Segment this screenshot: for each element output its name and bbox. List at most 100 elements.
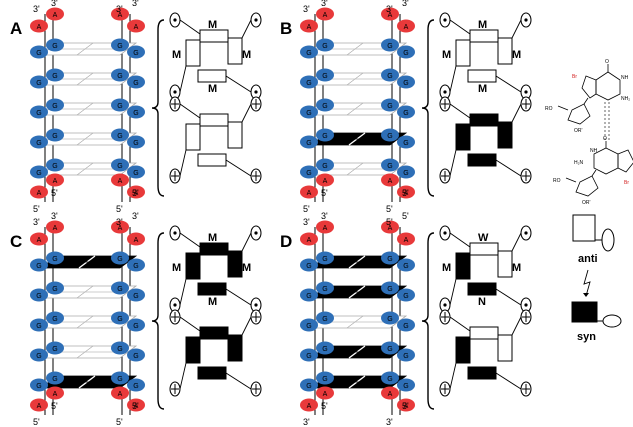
anti-rect — [572, 214, 596, 242]
syn-guanine-box — [197, 282, 227, 296]
adenine-label: A — [37, 190, 42, 197]
panel-label: D — [280, 232, 292, 251]
guanine-icon — [300, 318, 318, 332]
guanine-icon — [111, 341, 129, 355]
adenine-label: A — [53, 391, 58, 398]
guanine-icon — [381, 281, 399, 295]
terminus-label: 5' — [321, 188, 328, 198]
guanine-label: G — [52, 103, 57, 110]
terminus-label: 5' — [51, 401, 58, 411]
guanine-icon — [381, 251, 399, 265]
guanine-icon — [300, 348, 318, 362]
terminus-label: 3' — [116, 217, 123, 227]
adenine-label: A — [118, 12, 123, 19]
syn-guanine-box — [497, 121, 513, 149]
chem-nh-top: NH — [621, 75, 629, 81]
dot-icon — [524, 303, 528, 307]
adenine-label: A — [323, 225, 328, 232]
adenine-label: A — [388, 178, 393, 185]
dot-icon — [254, 303, 258, 307]
guanine-icon — [46, 158, 64, 172]
guanine-label: G — [52, 316, 57, 323]
adenine-label: A — [404, 237, 409, 244]
guanine-icon — [111, 281, 129, 295]
guanine-icon — [300, 258, 318, 272]
adenine-label: A — [307, 237, 312, 244]
guanine-label: G — [306, 323, 311, 330]
adenine-icon — [397, 232, 415, 246]
adenine-label: A — [323, 178, 328, 185]
adenine-label: A — [134, 190, 139, 197]
guanine-label: G — [387, 316, 392, 323]
adenine-icon — [46, 220, 64, 234]
anti-guanine-box — [227, 121, 243, 149]
guanine-icon — [397, 135, 415, 149]
guanine-label: G — [36, 353, 41, 360]
anti-guanine-box — [467, 69, 497, 83]
adenine-icon — [111, 220, 129, 234]
guanine-label: G — [306, 140, 311, 147]
guanine-label: G — [403, 140, 408, 147]
strand-line — [449, 316, 471, 332]
strand-line — [179, 362, 187, 390]
adenine-label: A — [307, 190, 312, 197]
terminus-label: 3' — [116, 4, 123, 14]
guanine-label: G — [403, 353, 408, 360]
adenine-icon — [46, 386, 64, 400]
syn-guanine-box — [227, 334, 243, 362]
strand-line — [179, 232, 201, 248]
loop-label: M — [208, 83, 217, 95]
guanine-label: G — [387, 133, 392, 140]
guanine-label: G — [52, 376, 57, 383]
guanine-icon — [316, 68, 334, 82]
strand-line — [449, 362, 457, 390]
terminus-label: 3' — [303, 4, 310, 14]
syn-sugar-icon — [602, 314, 622, 328]
anti-guanine-box — [497, 37, 513, 65]
guanine-label: G — [322, 346, 327, 353]
guanine-icon — [381, 371, 399, 385]
loop-label: M — [242, 49, 251, 61]
adenine-label: A — [53, 225, 58, 232]
terminus-label: 3' — [402, 0, 409, 8]
terminus-label: 5' — [132, 401, 139, 411]
guanine-icon — [30, 318, 48, 332]
adenine-icon — [381, 7, 399, 21]
loop-label: M — [478, 83, 487, 95]
guanine-icon — [127, 348, 145, 362]
guanine-label: G — [387, 256, 392, 263]
adenine-label: A — [134, 24, 139, 31]
guanine-label: G — [322, 256, 327, 263]
guanine-icon — [127, 318, 145, 332]
adenine-label: A — [37, 237, 42, 244]
guanine-icon — [30, 105, 48, 119]
guanine-label: G — [403, 80, 408, 87]
loop-label: M — [208, 232, 217, 244]
guanine-icon — [46, 38, 64, 52]
adenine-icon — [30, 232, 48, 246]
anti-guanine-box — [497, 334, 513, 362]
chem-o-bottom: O — [603, 136, 607, 142]
guanine-label: G — [306, 50, 311, 57]
anti-guanine-box — [199, 113, 229, 127]
guanine-icon — [300, 165, 318, 179]
strand-line — [495, 75, 522, 93]
guanine-label: G — [117, 163, 122, 170]
guanine-icon — [316, 158, 334, 172]
guanine-icon — [397, 288, 415, 302]
guanine-label: G — [36, 50, 41, 57]
loop-label: M — [512, 262, 521, 274]
strand-line — [495, 288, 522, 306]
adenine-label: A — [404, 403, 409, 410]
terminus-label: 3' — [303, 417, 310, 427]
dot-icon — [173, 231, 177, 235]
chem-ro-bottom: RO — [553, 178, 561, 184]
adenine-icon — [111, 173, 129, 187]
guanine-label: G — [322, 286, 327, 293]
terminus-label: 3' — [386, 4, 393, 14]
guanine-label: G — [52, 286, 57, 293]
chem-nh-bottom: NH — [590, 148, 598, 154]
dot-icon — [254, 231, 258, 235]
strand-line — [179, 278, 187, 306]
